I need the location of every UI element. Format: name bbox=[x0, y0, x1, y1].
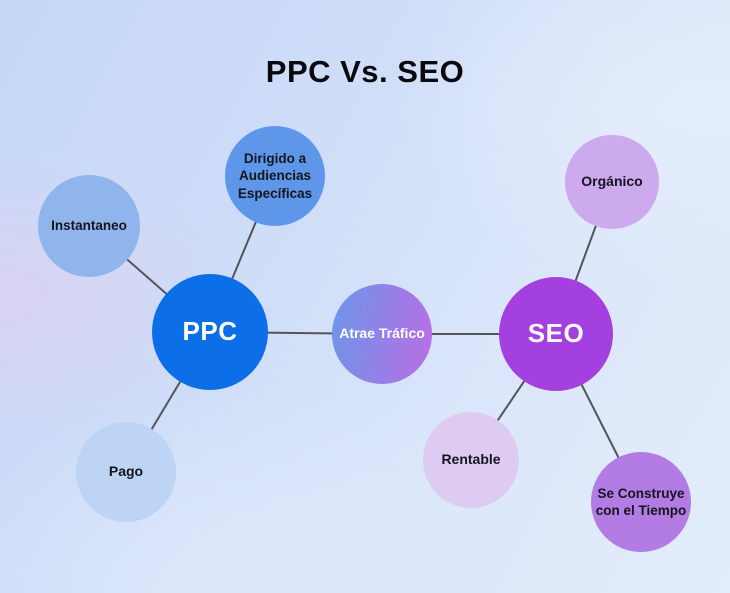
node-ppc: PPC bbox=[152, 274, 268, 390]
node-dirigido-audiencias-label: Dirigido a Audiencias Específicas bbox=[237, 151, 313, 201]
node-organico: Orgánico bbox=[565, 135, 659, 229]
node-instantaneo-label: Instantaneo bbox=[51, 218, 127, 234]
node-se-construye: Se Construye con el Tiempo bbox=[591, 452, 691, 552]
node-pago: Pago bbox=[76, 422, 176, 522]
node-atrae-trafico: Atrae Tráfico bbox=[332, 284, 432, 384]
node-atrae-trafico-label: Atrae Tráfico bbox=[339, 325, 425, 342]
node-dirigido-audiencias: Dirigido a Audiencias Específicas bbox=[225, 126, 325, 226]
node-rentable-label: Rentable bbox=[441, 451, 501, 468]
node-pago-label: Pago bbox=[108, 463, 144, 480]
node-ppc-label: PPC bbox=[182, 316, 238, 347]
node-rentable: Rentable bbox=[423, 412, 519, 508]
node-instantaneo: Instantaneo bbox=[38, 175, 140, 277]
node-seo: SEO bbox=[499, 277, 613, 391]
node-seo-label: SEO bbox=[527, 318, 585, 349]
page-title: PPC Vs. SEO bbox=[265, 54, 465, 89]
node-organico-label: Orgánico bbox=[581, 173, 643, 190]
node-se-construye-label: Se Construye con el Tiempo bbox=[595, 485, 687, 518]
